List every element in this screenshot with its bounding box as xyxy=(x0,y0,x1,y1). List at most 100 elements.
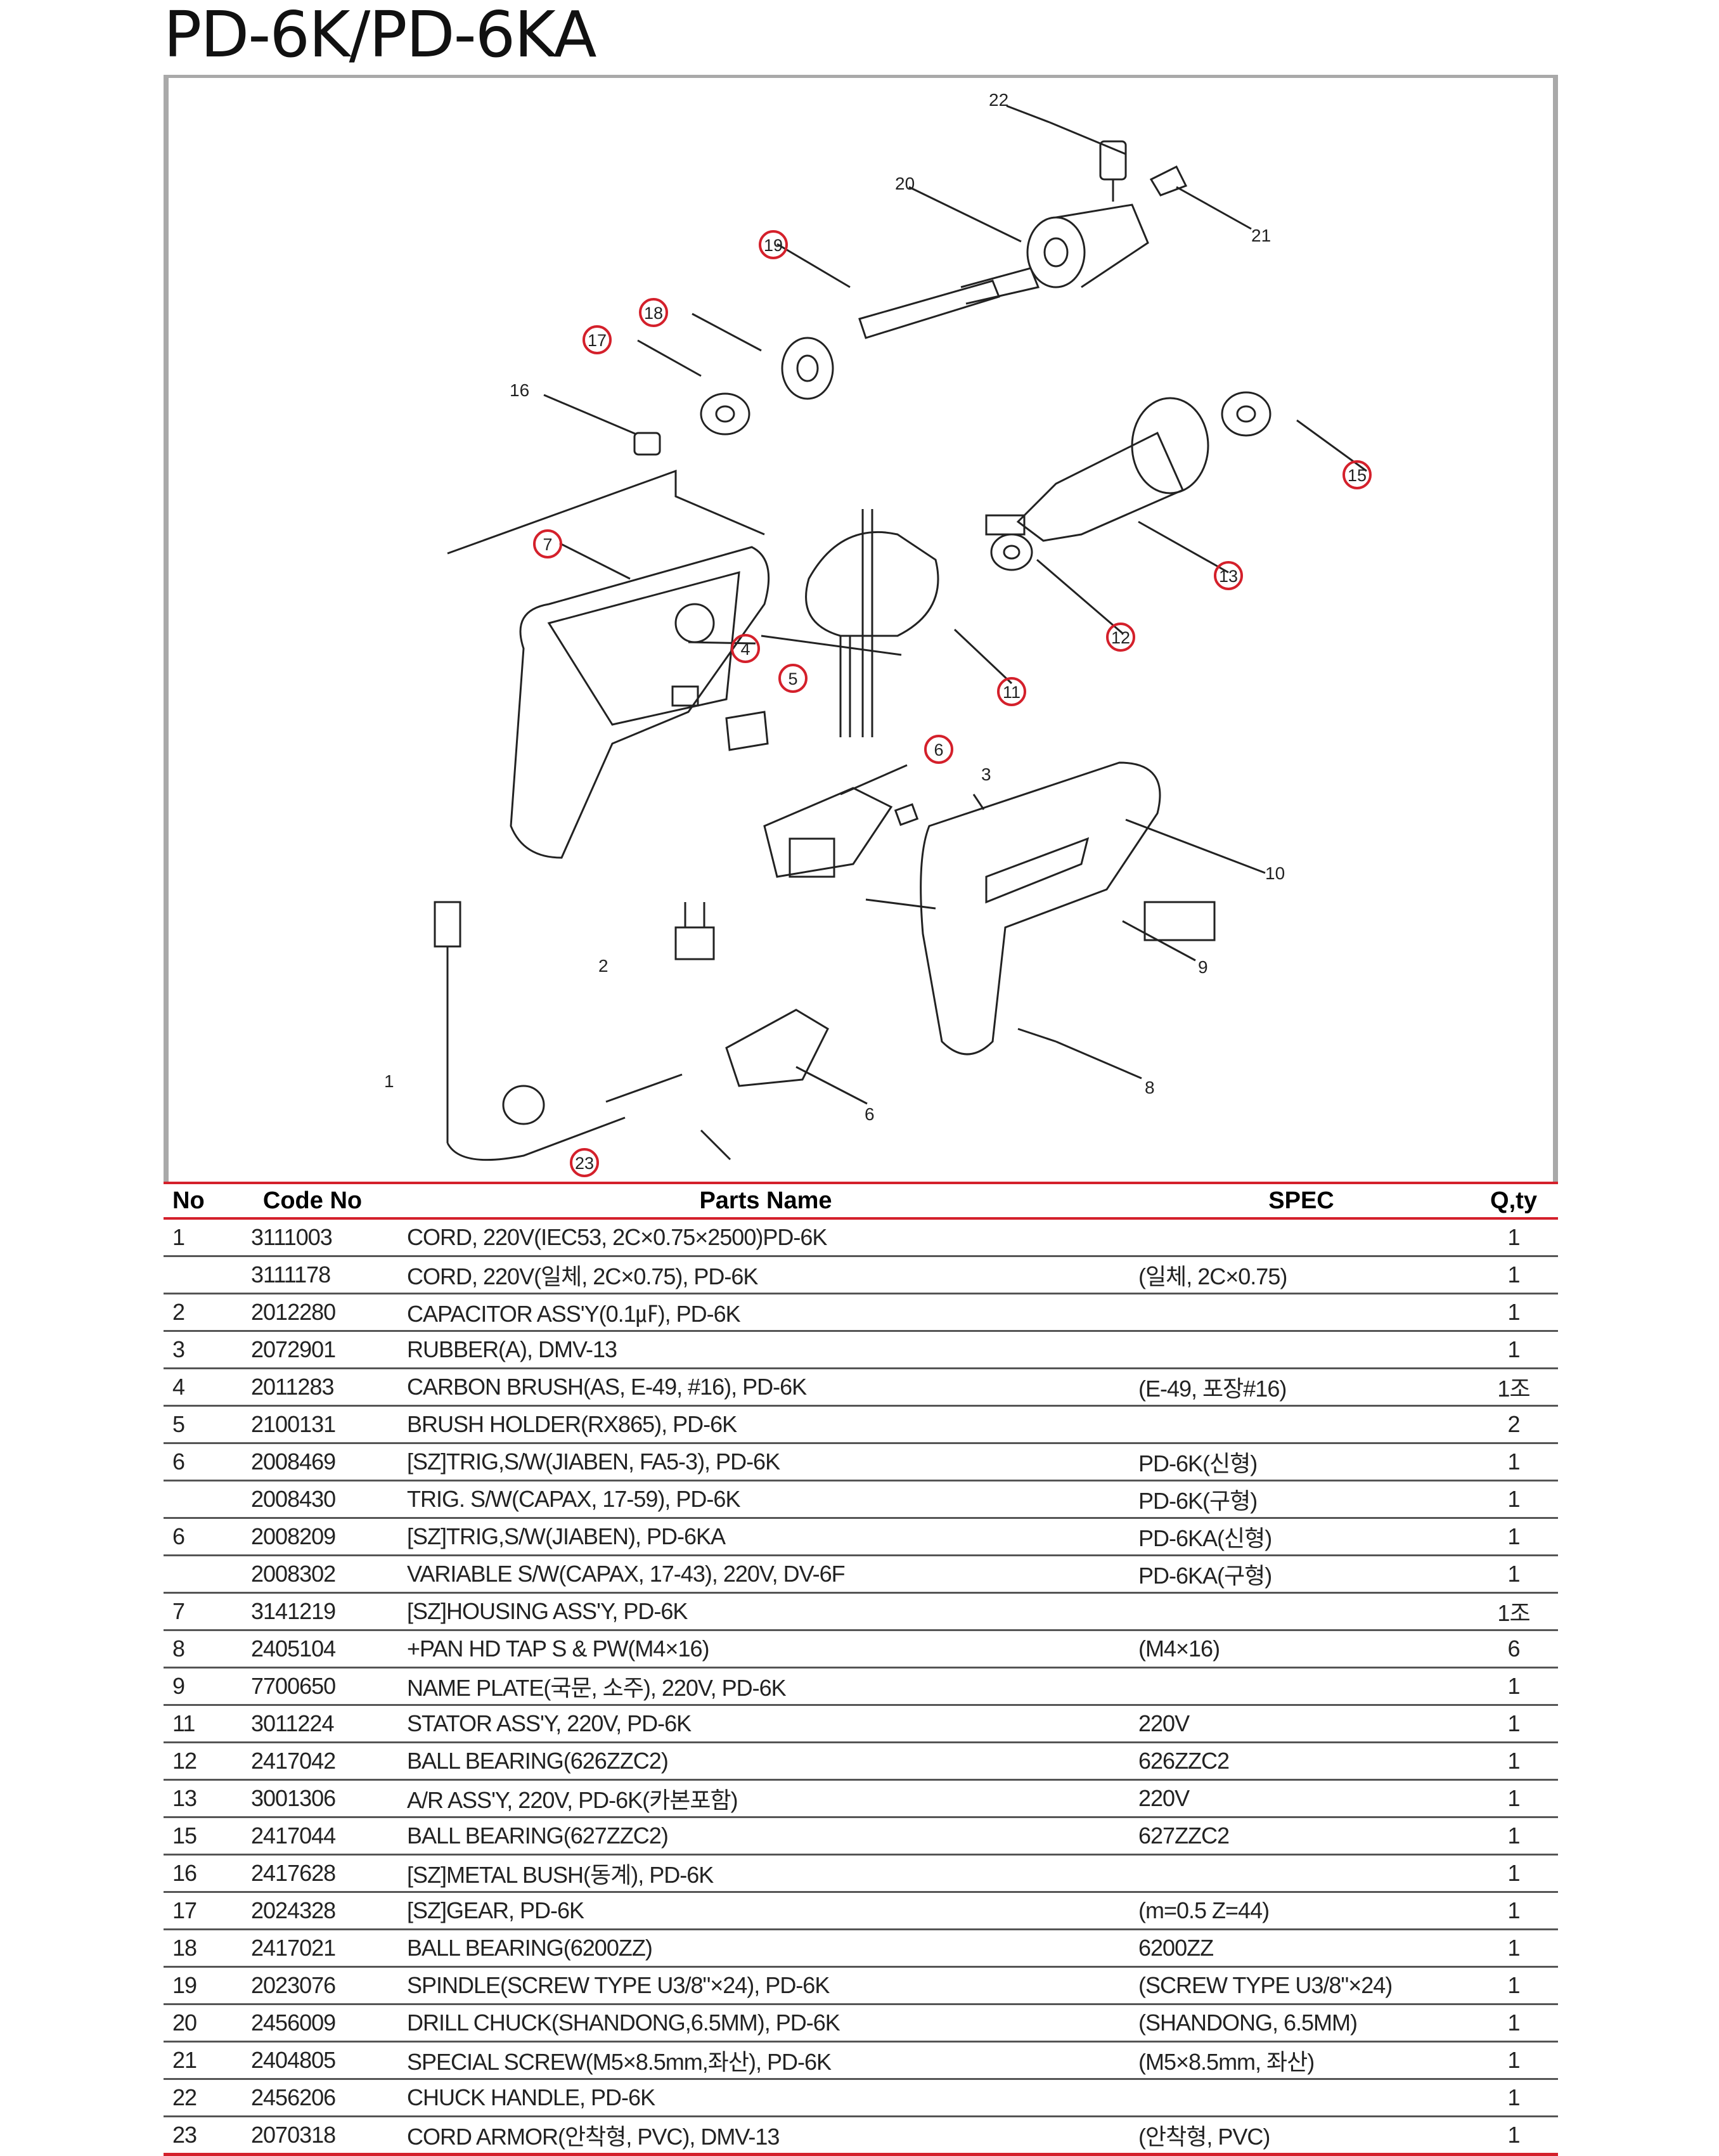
cell-code: 3001306 xyxy=(227,1779,398,1818)
cell-code: 2008209 xyxy=(227,1518,398,1556)
header-spec: SPEC xyxy=(1133,1182,1469,1220)
cell-spec: PD-6KA(구형) xyxy=(1133,1555,1469,1594)
cell-code: 3111003 xyxy=(227,1218,398,1257)
label-part-8: 8 xyxy=(1145,1078,1155,1097)
cell-qty: 1 xyxy=(1469,1443,1558,1481)
cell-no: 3 xyxy=(164,1331,227,1369)
cell-parts-name: NAME PLATE(국문, 소주), 220V, PD-6K xyxy=(398,1667,1133,1706)
cell-no: 7 xyxy=(164,1592,227,1631)
cell-spec xyxy=(1133,1218,1469,1257)
cell-qty: 1 xyxy=(1469,1705,1558,1743)
cell-spec: (SHANDONG, 6.5MM) xyxy=(1133,2004,1469,2043)
label-part-21: 21 xyxy=(1251,226,1271,245)
cell-code: 2008430 xyxy=(227,1480,398,1519)
cell-no: 21 xyxy=(164,2041,227,2080)
cell-qty: 1 xyxy=(1469,1480,1558,1519)
cell-code: 2024328 xyxy=(227,1892,398,1930)
cell-qty: 1 xyxy=(1469,1518,1558,1556)
exploded-parts-diagram: 1 2 3 6 8 9 10 16 20 21 22 7 4 5 6 11 12… xyxy=(384,90,1372,1177)
cell-qty: 2 xyxy=(1469,1405,1558,1444)
cell-code: 2070318 xyxy=(227,2116,398,2156)
cell-no: 6 xyxy=(164,1443,227,1481)
cell-no: 23 xyxy=(164,2116,227,2156)
label-part-13: 13 xyxy=(1219,567,1238,586)
label-part-12: 12 xyxy=(1111,628,1130,647)
cell-parts-name: CARBON BRUSH(AS, E-49, #16), PD-6K xyxy=(398,1368,1133,1407)
cell-spec: (E-49, 포장#16) xyxy=(1133,1368,1469,1407)
label-part-3: 3 xyxy=(981,765,991,784)
cell-parts-name: [SZ]GEAR, PD-6K xyxy=(398,1892,1133,1930)
header-no: No xyxy=(164,1182,227,1220)
cell-no: 22 xyxy=(164,2079,227,2117)
label-part-5: 5 xyxy=(788,669,797,688)
cell-qty: 6 xyxy=(1469,1630,1558,1669)
cell-parts-name: BALL BEARING(6200ZZ) xyxy=(398,1929,1133,1968)
label-part-23: 23 xyxy=(575,1154,594,1173)
cell-no: 2 xyxy=(164,1293,227,1332)
cell-no xyxy=(164,1555,227,1594)
cell-parts-name: CHUCK HANDLE, PD-6K xyxy=(398,2079,1133,2117)
cell-spec: PD-6K(신형) xyxy=(1133,1443,1469,1481)
cell-no: 1 xyxy=(164,1218,227,1257)
cell-qty: 1 xyxy=(1469,1742,1558,1781)
cell-parts-name: CORD, 220V(일체, 2C×0.75), PD-6K xyxy=(398,1256,1133,1294)
cell-parts-name: TRIG. S/W(CAPAX, 17-59), PD-6K xyxy=(398,1480,1133,1519)
cell-qty: 1 xyxy=(1469,1966,1558,2005)
cell-no: 15 xyxy=(164,1817,227,1856)
cell-code: 2405104 xyxy=(227,1630,398,1669)
cell-no: 18 xyxy=(164,1929,227,1968)
cell-qty: 1 xyxy=(1469,2079,1558,2117)
cell-spec: 220V xyxy=(1133,1705,1469,1743)
label-part-20: 20 xyxy=(895,174,915,193)
cell-code: 3111178 xyxy=(227,1256,398,1294)
label-part-16: 16 xyxy=(510,380,529,400)
cell-spec xyxy=(1133,1854,1469,1893)
cell-spec xyxy=(1133,2079,1469,2117)
header-qty: Q,ty xyxy=(1469,1182,1558,1220)
cell-code: 2456009 xyxy=(227,2004,398,2043)
cell-parts-name: DRILL CHUCK(SHANDONG,6.5MM), PD-6K xyxy=(398,2004,1133,2043)
cell-code: 3011224 xyxy=(227,1705,398,1743)
cell-spec: PD-6K(구형) xyxy=(1133,1480,1469,1519)
cell-qty: 1 xyxy=(1469,1555,1558,1594)
cell-qty: 1 xyxy=(1469,1218,1558,1257)
cell-no: 16 xyxy=(164,1854,227,1893)
cell-qty: 1 xyxy=(1469,1779,1558,1818)
cell-qty: 1조 xyxy=(1469,1368,1558,1407)
cell-code: 7700650 xyxy=(227,1667,398,1706)
cell-parts-name: [SZ]METAL BUSH(동계), PD-6K xyxy=(398,1854,1133,1893)
cell-qty: 1 xyxy=(1469,1293,1558,1332)
cell-code: 2417021 xyxy=(227,1929,398,1968)
header-parts-name: Parts Name xyxy=(398,1182,1133,1220)
cell-parts-name: [SZ]HOUSING ASS'Y, PD-6K xyxy=(398,1592,1133,1631)
cell-no: 4 xyxy=(164,1368,227,1407)
cell-code: 2011283 xyxy=(227,1368,398,1407)
label-part-4: 4 xyxy=(740,640,750,659)
cell-spec: (m=0.5 Z=44) xyxy=(1133,1892,1469,1930)
label-part-6: 6 xyxy=(865,1104,875,1124)
cell-spec: 627ZZC2 xyxy=(1133,1817,1469,1856)
cell-parts-name: BRUSH HOLDER(RX865), PD-6K xyxy=(398,1405,1133,1444)
label-part-22: 22 xyxy=(989,90,1008,110)
cell-spec xyxy=(1133,1293,1469,1332)
cell-parts-name: SPINDLE(SCREW TYPE U3/8"×24), PD-6K xyxy=(398,1966,1133,2005)
cell-spec xyxy=(1133,1592,1469,1631)
cell-code: 2023076 xyxy=(227,1966,398,2005)
cell-code: 2417044 xyxy=(227,1817,398,1856)
cell-no: 12 xyxy=(164,1742,227,1781)
